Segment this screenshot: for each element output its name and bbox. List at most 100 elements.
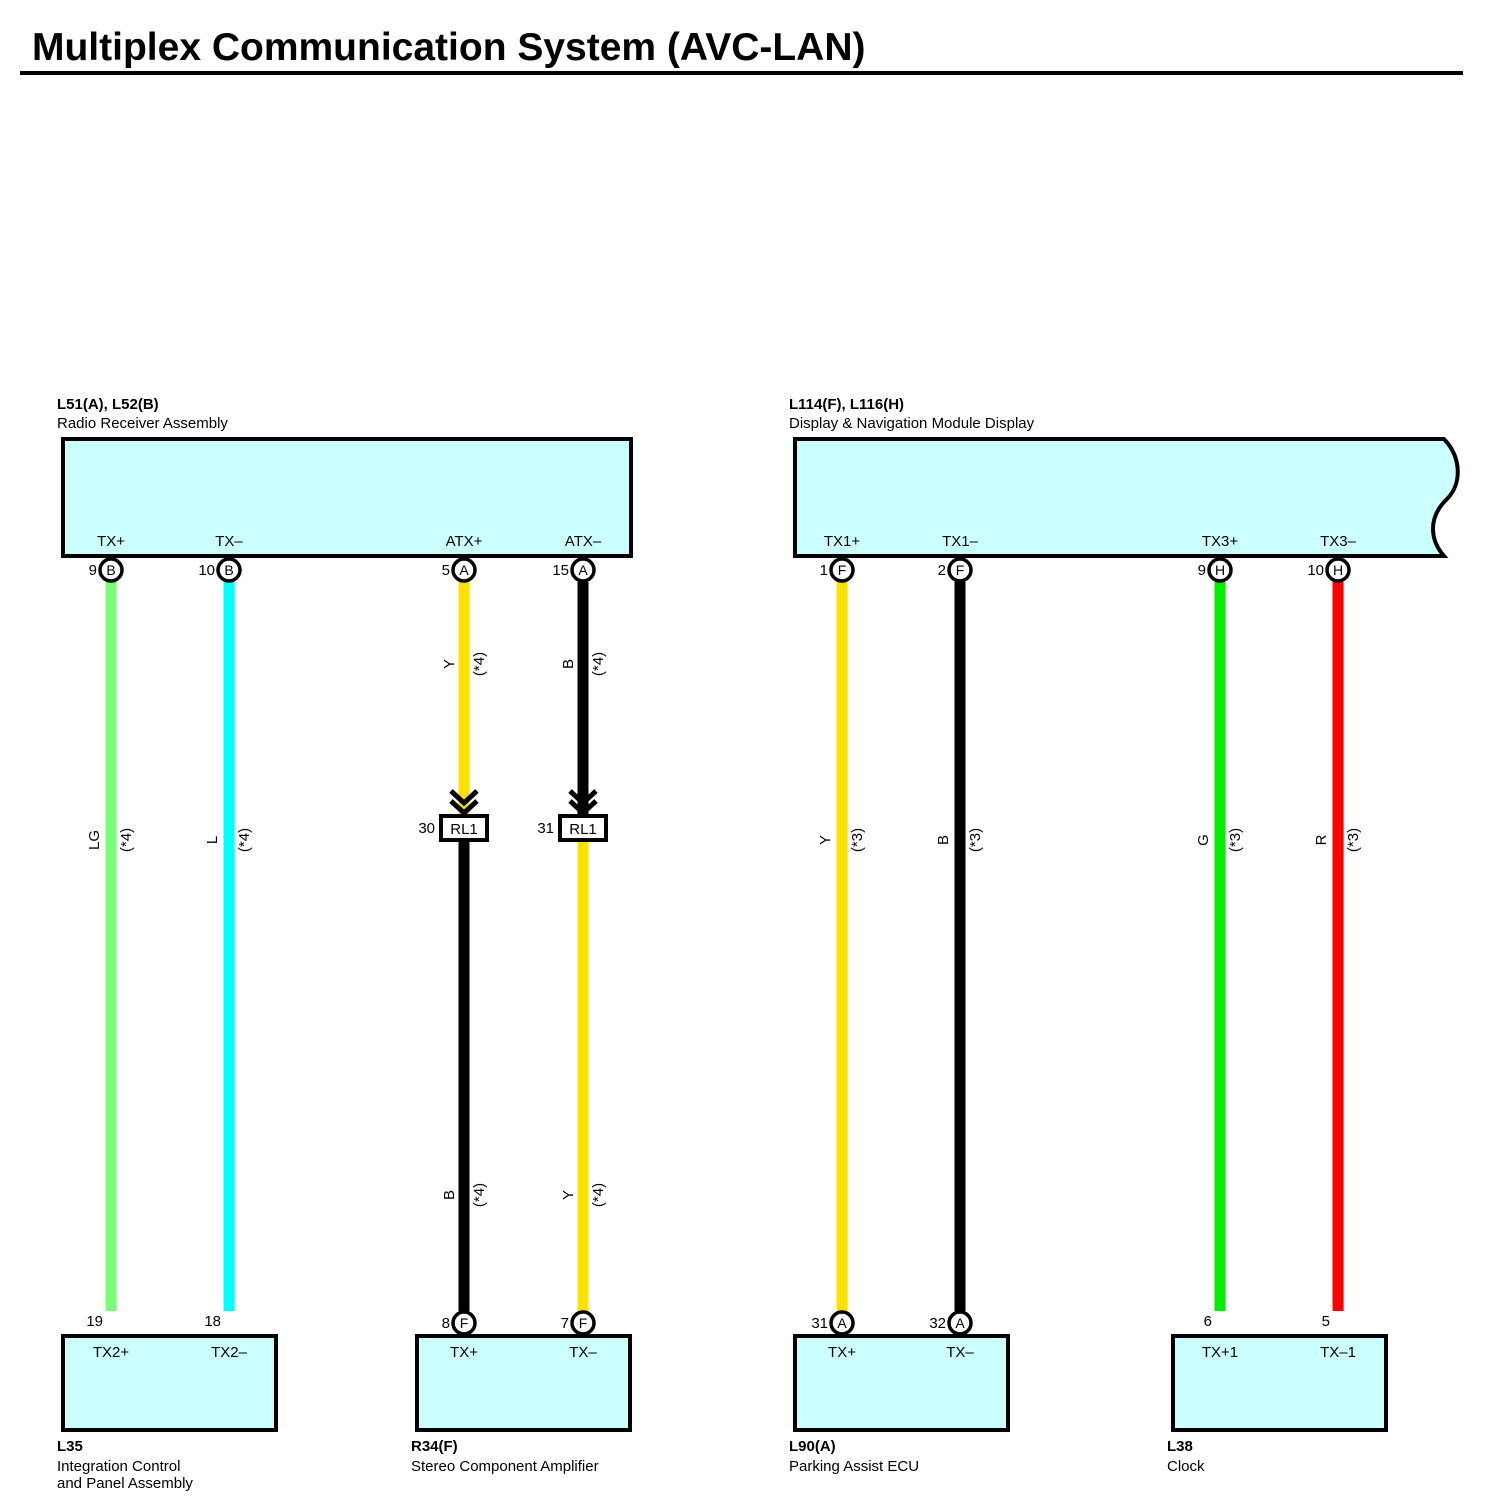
terminal-circle [1207,557,1233,583]
terminal-connector-letter: F [579,1315,588,1331]
top-pin-number-2: 10 [198,562,215,579]
bottom-pin-number-4: 7 [561,1315,569,1332]
integration-control-box [61,1334,278,1432]
wire-color-label-lower-4: Y [560,1190,577,1200]
radio-code: L51(A), L52(B) [57,396,159,413]
wire-color-label-upper-4: B [560,659,577,669]
top-signal-label-1: TX+ [97,533,125,550]
top-pin-number-5: 1 [820,562,828,579]
junction-pin-number: 30 [418,820,435,837]
terminal-circle [570,557,596,583]
wire-color-label-6: B [935,835,952,845]
wire-note-label-upper-3: (*4) [471,652,488,676]
wires-layer: LG(*4)L(*4)Y(*4)B(*4)B(*4)Y(*4)Y(*3)B(*3… [86,582,1362,1311]
top-signal-label-6: TX1– [942,533,979,550]
top-signal-label-2: TX– [215,533,243,550]
terminal-connector-letter: A [578,562,588,578]
bottom-signal-label-5: TX+ [828,1344,856,1361]
bottom-signal-label-7: TX+1 [1202,1344,1238,1361]
wire-color-label-5: Y [817,835,834,845]
wire-color-label-7: G [1195,834,1212,846]
junction-arrow-icon [449,789,479,807]
top-signal-label-5: TX1+ [824,533,861,550]
terminal-circle [570,1310,596,1336]
junction-arrow-icon [568,789,598,807]
top-pin-number-8: 10 [1307,562,1324,579]
clock-name: Clock [1167,1458,1205,1475]
bottom-pin-number-5: 31 [811,1315,828,1332]
wire-note-label-6: (*3) [967,828,984,852]
display-module-box [793,437,1460,558]
top-pin-number-7: 9 [1198,562,1206,579]
bottom-pin-number-6: 32 [929,1315,946,1332]
top-pin-number-6: 2 [938,562,946,579]
terminal-circle [98,557,124,583]
top-signal-label-4: ATX– [565,533,602,550]
integration-name-line1: Integration Control [57,1458,180,1475]
wire-note-label-7: (*3) [1227,828,1244,852]
parking-name: Parking Assist ECU [789,1458,919,1475]
terminal-circle [451,557,477,583]
terminal-connector-letter: H [1215,562,1225,578]
top-signal-label-3: ATX+ [446,533,483,550]
bottom-pin-number-1: 19 [86,1313,103,1330]
wire-color-label-2: L [204,836,221,844]
top-signal-label-8: TX3– [1320,533,1357,550]
terminal-connector-letter: H [1333,562,1343,578]
integration-code: L35 [57,1438,83,1455]
top-pin-number-1: 9 [89,562,97,579]
bottom-pin-number-7: 6 [1204,1313,1212,1330]
title-rule [20,71,1463,75]
terminal-connector-letter: F [460,1315,469,1331]
display-code: L114(F), L116(H) [789,396,904,413]
bottom-signal-label-4: TX– [569,1344,597,1361]
terminal-connector-letter: A [837,1315,847,1331]
terminal-circle [829,1310,855,1336]
amplifier-code: R34(F) [411,1438,458,1455]
clock-code: L38 [1167,1438,1193,1455]
terminal-connector-letter: B [224,562,233,578]
junction-connector-box [558,814,608,842]
terminal-connector-letter: F [838,562,847,578]
junction-label: RL1 [569,821,597,838]
wire-note-label-5: (*3) [849,828,866,852]
top-pin-number-4: 15 [552,562,569,579]
terminal-connector-letter: A [955,1315,965,1331]
wire-color-label-1: LG [86,830,103,850]
page-title: Multiplex Communication System (AVC-LAN) [32,26,866,69]
terminal-circle [216,557,242,583]
junction-arrow-icon [568,799,598,817]
wire-note-label-1: (*4) [118,828,135,852]
terminal-circle [1325,557,1351,583]
junction-arrow-icon [449,799,479,817]
junction-pin-number: 31 [537,820,554,837]
bottom-pin-number-2: 18 [204,1313,221,1330]
wire-note-label-upper-4: (*4) [590,652,607,676]
bottom-signal-label-6: TX– [946,1344,974,1361]
radio-name: Radio Receiver Assembly [57,415,228,432]
terminal-connector-letter: A [459,562,469,578]
terminal-circle [829,557,855,583]
bottom-signal-label-3: TX+ [450,1344,478,1361]
wire-color-label-upper-3: Y [441,659,458,669]
bottom-pin-number-8: 5 [1322,1313,1330,1330]
terminal-connector-letter: F [956,562,965,578]
junction-connector-box [439,814,489,842]
bottom-signal-label-1: TX2+ [93,1344,130,1361]
display-name: Display & Navigation Module Display [789,415,1035,432]
radio-receiver-box [61,437,633,558]
wire-note-label-2: (*4) [236,828,253,852]
wire-note-label-lower-3: (*4) [471,1183,488,1207]
top-pin-number-3: 5 [442,562,450,579]
bottom-signal-label-8: TX–1 [1320,1344,1356,1361]
terminal-connector-letter: B [106,562,115,578]
bottom-signal-label-2: TX2– [211,1344,248,1361]
junction-label: RL1 [450,821,478,838]
wire-note-label-lower-4: (*4) [590,1183,607,1207]
clock-box [1171,1334,1388,1432]
terminal-circle [451,1310,477,1336]
parking-code: L90(A) [789,1438,836,1455]
wire-note-label-8: (*3) [1345,828,1362,852]
